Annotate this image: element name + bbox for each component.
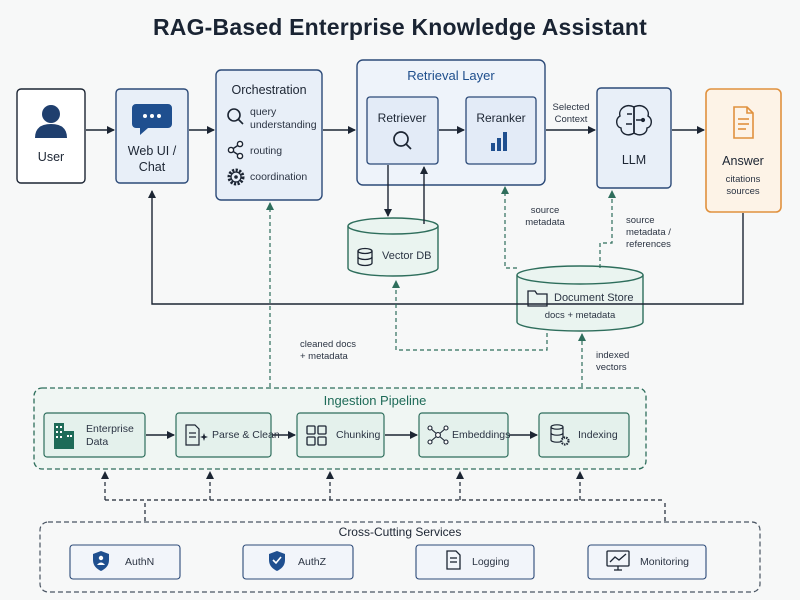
search-icon bbox=[393, 131, 412, 150]
selected-context-line2: Context bbox=[554, 114, 588, 125]
shield-user-icon bbox=[93, 551, 109, 571]
document-store-sub: docs + metadata bbox=[544, 310, 616, 321]
retrieval-layer-title: Retrieval Layer bbox=[407, 68, 495, 83]
web-ui-label-line1: Web UI / bbox=[127, 144, 177, 158]
shield-check-icon bbox=[269, 551, 285, 571]
reranker-box bbox=[465, 96, 537, 165]
step-indexing: Indexing bbox=[578, 429, 618, 441]
indexing-box bbox=[538, 412, 630, 458]
llm-box bbox=[596, 87, 672, 189]
database-gear-icon bbox=[550, 424, 570, 446]
orchestration-item-query: query bbox=[250, 106, 277, 118]
selected-context-line1: Selected bbox=[552, 102, 590, 113]
step-chunking: Chunking bbox=[336, 429, 381, 441]
orchestration-item-understanding: understanding bbox=[250, 119, 317, 131]
reranker-label: Reranker bbox=[476, 111, 526, 125]
parse-clean-box bbox=[175, 412, 272, 458]
bar-chart-icon bbox=[491, 132, 507, 151]
answer-sub-citations: citations bbox=[725, 174, 761, 185]
service-logging: Logging bbox=[472, 556, 510, 568]
folder-icon bbox=[527, 290, 548, 307]
vector-db-label: Vector DB bbox=[382, 250, 432, 262]
step-parse-clean: Parse & Clean bbox=[212, 429, 280, 441]
search-icon bbox=[227, 108, 244, 125]
answer-title: Answer bbox=[722, 154, 764, 168]
grid-icon bbox=[306, 425, 327, 446]
web-ui-label-line2: Chat bbox=[138, 160, 166, 174]
note-indexed-vectors-line2: vectors bbox=[596, 362, 627, 373]
retriever-label: Retriever bbox=[377, 111, 427, 125]
embeddings-box bbox=[418, 412, 509, 458]
user-label: User bbox=[37, 150, 65, 164]
logging-box bbox=[415, 544, 535, 580]
database-icon bbox=[357, 247, 373, 267]
orchestration-box bbox=[215, 69, 323, 201]
note-indexed-vectors-line1: indexed bbox=[596, 350, 630, 361]
orchestration-item-routing: routing bbox=[250, 145, 283, 157]
document-sparkle-icon bbox=[185, 424, 208, 446]
step-embeddings: Embeddings bbox=[452, 429, 511, 441]
answer-box bbox=[705, 88, 782, 213]
document-store-title: Document Store bbox=[554, 292, 634, 304]
note-references-line2: metadata / bbox=[626, 227, 671, 238]
llm-label: LLM bbox=[621, 153, 647, 167]
log-document-icon bbox=[446, 550, 461, 570]
note-cleaned-docs-line1: cleaned docs bbox=[300, 339, 356, 350]
data-flow-arrows bbox=[266, 186, 616, 387]
step-enterprise-line1: Enterprise bbox=[86, 423, 134, 435]
document-icon bbox=[733, 106, 754, 139]
gear-icon bbox=[227, 168, 245, 186]
note-source-metadata-line2: metadata bbox=[525, 217, 565, 228]
user-icon bbox=[35, 105, 67, 138]
cross-cutting-services-box bbox=[39, 521, 761, 593]
service-monitoring: Monitoring bbox=[640, 556, 690, 568]
chunking-box bbox=[296, 412, 385, 458]
orchestration-title: Orchestration bbox=[231, 83, 307, 97]
answer-sub-sources: sources bbox=[726, 186, 760, 197]
note-source-metadata-line1: source bbox=[530, 205, 560, 216]
services-arrows bbox=[101, 471, 666, 521]
page-title: RAG-Based Enterprise Knowledge Assistant bbox=[152, 14, 648, 40]
network-icon bbox=[427, 425, 449, 445]
building-icon bbox=[54, 423, 74, 449]
chat-bubble-icon bbox=[132, 104, 172, 135]
share-nodes-icon bbox=[227, 140, 244, 160]
monitor-chart-icon bbox=[606, 550, 630, 571]
services-title: Cross-Cutting Services bbox=[338, 525, 462, 539]
note-cleaned-docs-line2: + metadata bbox=[300, 351, 348, 362]
flow-arrows bbox=[86, 126, 744, 305]
orchestration-item-coordination: coordination bbox=[250, 171, 308, 183]
note-references-line3: references bbox=[626, 239, 671, 250]
retriever-box bbox=[366, 96, 439, 165]
document-store-cylinder bbox=[516, 265, 644, 332]
step-enterprise-line2: Data bbox=[86, 436, 109, 448]
service-authz: AuthZ bbox=[298, 556, 327, 568]
service-authn: AuthN bbox=[125, 556, 155, 568]
vector-db-cylinder bbox=[347, 217, 439, 277]
ingestion-pipeline-title: Ingestion Pipeline bbox=[323, 393, 427, 408]
brain-circuit-icon bbox=[616, 105, 652, 136]
note-references-line1: source bbox=[626, 215, 655, 226]
